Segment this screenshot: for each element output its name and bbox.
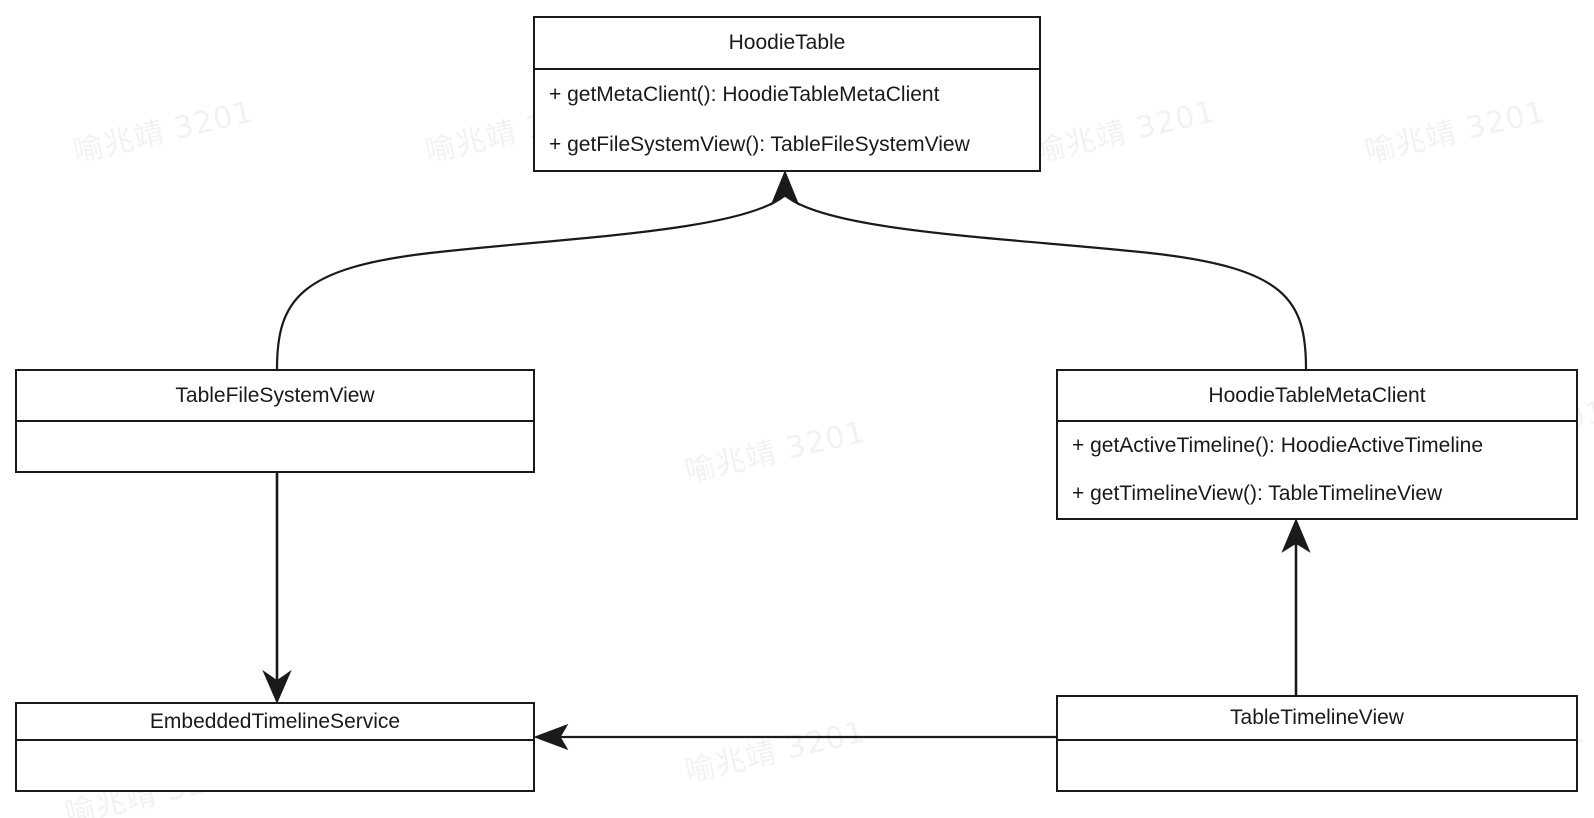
arrowhead-into-ets	[262, 669, 292, 704]
class-box-table-timeline-view[interactable]: TableTimelineView	[1056, 695, 1578, 792]
watermark-text: 喻兆靖 3201	[681, 714, 869, 790]
arrowhead-into-hoodie-table	[770, 170, 800, 206]
arrowhead-into-ets-horizontal	[533, 723, 569, 751]
edge-htmc-to-hoodie-table	[785, 195, 1308, 370]
class-members-table-file-system-view	[17, 420, 533, 471]
class-box-hoodie-table[interactable]: HoodieTable + getMetaClient(): HoodieTab…	[533, 16, 1041, 172]
edge-tfsv-to-hoodie-table	[275, 195, 785, 370]
class-members-table-timeline-view	[1058, 739, 1576, 790]
class-title-table-file-system-view: TableFileSystemView	[175, 383, 375, 407]
class-member: + getFileSystemView(): TableFileSystemVi…	[549, 133, 970, 157]
class-box-embedded-timeline-service[interactable]: EmbeddedTimelineService	[15, 702, 535, 792]
watermark-text: 喻兆靖 3201	[681, 414, 869, 490]
class-members-embedded-timeline-service	[17, 739, 533, 790]
class-title-hoodie-table-meta-client: HoodieTableMetaClient	[1208, 383, 1426, 407]
class-members-hoodie-table-meta-client: + getActiveTimeline(): HoodieActiveTimel…	[1058, 420, 1576, 518]
class-member: + getMetaClient(): HoodieTableMetaClient	[549, 83, 940, 107]
watermark-text: 喻兆靖 3201	[69, 94, 257, 170]
arrowhead-into-htmc	[1281, 518, 1311, 553]
watermark-text: 喻兆靖 3201	[1361, 94, 1549, 170]
class-title-hoodie-table: HoodieTable	[728, 31, 846, 54]
class-title-embedded-timeline-service: EmbeddedTimelineService	[149, 709, 401, 733]
class-box-table-file-system-view[interactable]: TableFileSystemView	[15, 369, 535, 473]
class-members-hoodie-table: + getMetaClient(): HoodieTableMetaClient…	[535, 68, 1039, 170]
class-member: + getTimelineView(): TableTimelineView	[1072, 482, 1443, 506]
class-box-hoodie-table-meta-client[interactable]: HoodieTableMetaClient + getActiveTimelin…	[1056, 369, 1578, 520]
class-member: + getActiveTimeline(): HoodieActiveTimel…	[1072, 434, 1484, 458]
watermark-text: 喻兆靖 3201	[1031, 94, 1219, 170]
class-title-table-timeline-view: TableTimelineView	[1230, 706, 1404, 729]
